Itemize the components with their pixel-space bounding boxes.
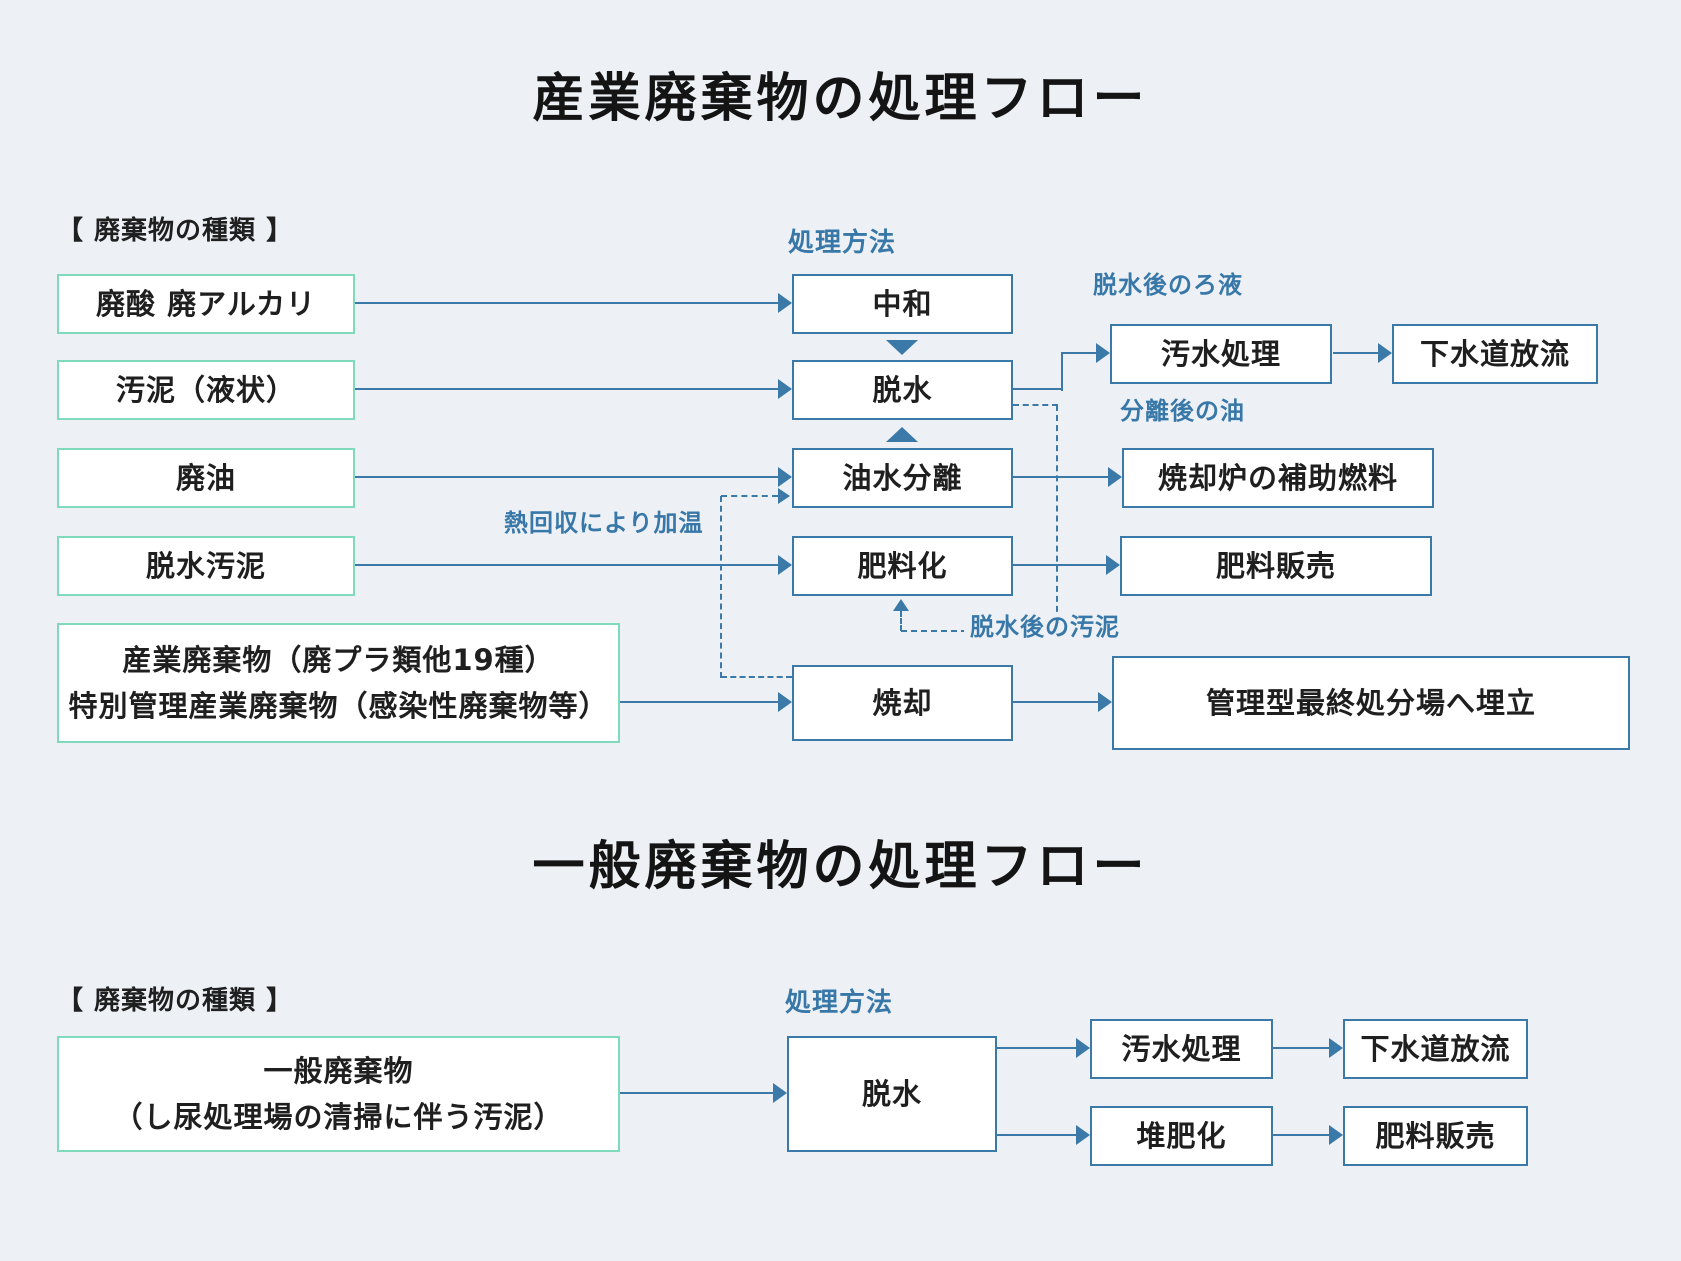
box-waste-sludge-liquid: 汚泥（液状） <box>57 360 355 420</box>
box-result-composting: 堆肥化 <box>1090 1106 1273 1166</box>
connector-line <box>355 388 778 390</box>
box-method-oil-water-separation: 油水分離 <box>792 448 1013 508</box>
connector-line <box>1013 701 1098 703</box>
box-result-auxiliary-fuel: 焼却炉の補助燃料 <box>1122 448 1434 508</box>
flow-arrowhead <box>778 555 792 575</box>
section1-title: 産業廃棄物の処理フロー <box>532 69 1149 129</box>
section1-waste-types-heading: 【 廃棄物の種類 】 <box>57 216 294 246</box>
dashed-connector <box>721 495 778 497</box>
connector-line <box>1013 476 1108 478</box>
connector-line <box>1333 352 1378 354</box>
flow-arrowhead <box>1076 1038 1090 1058</box>
connector-line <box>355 564 778 566</box>
section2-method-heading: 処理方法 <box>785 988 894 1018</box>
connector-line <box>620 701 778 703</box>
connector-line <box>355 302 778 304</box>
flow-arrowhead <box>1076 1125 1090 1145</box>
box-waste-oil: 廃油 <box>57 448 355 508</box>
connector-line <box>1273 1047 1329 1049</box>
flow-arrowhead <box>778 467 792 487</box>
flow-arrowhead <box>1106 555 1120 575</box>
flow-arrowhead <box>778 488 790 504</box>
box-result-sewer-discharge-general: 下水道放流 <box>1343 1019 1528 1079</box>
flow-arrowhead <box>1329 1038 1343 1058</box>
box-result-sewer-discharge: 下水道放流 <box>1392 324 1598 384</box>
dashed-connector <box>720 496 722 678</box>
connector-line <box>1062 352 1096 354</box>
box-result-sewage-treatment-general: 汚水処理 <box>1090 1019 1273 1079</box>
up-arrowhead <box>893 599 909 611</box>
connector-line <box>1013 564 1106 566</box>
dashed-connector <box>721 676 792 678</box>
connector-line <box>620 1092 773 1094</box>
flow-arrowhead <box>1378 343 1392 363</box>
dashed-connector <box>1056 405 1058 632</box>
flow-arrowhead <box>1096 343 1110 363</box>
connector-line <box>1061 352 1063 391</box>
box-method-neutralization: 中和 <box>792 274 1013 334</box>
label-oil-after-separation: 分離後の油 <box>1114 396 1251 428</box>
box-result-fertilizer-sales: 肥料販売 <box>1120 536 1432 596</box>
dashed-connector <box>900 611 902 631</box>
box-waste-industrial: 産業廃棄物（廃プラ類他19種） 特別管理産業廃棄物（感染性廃棄物等） <box>57 623 620 743</box>
flow-arrowhead <box>1098 692 1112 712</box>
label-filtrate-after-dewatering: 脱水後のろ液 <box>1087 270 1249 302</box>
connector-line <box>997 1047 1076 1049</box>
box-method-incineration: 焼却 <box>792 665 1013 741</box>
flow-arrowhead <box>1108 467 1122 487</box>
label-heating-by-heat-recovery: 熱回収により加温 <box>498 508 710 540</box>
dashed-connector <box>1013 404 1058 406</box>
box-method-fertilization: 肥料化 <box>792 536 1013 596</box>
section1-method-heading: 処理方法 <box>788 228 897 258</box>
connector-line <box>1013 388 1062 390</box>
flow-arrowhead <box>778 293 792 313</box>
flow-arrowhead <box>1329 1125 1343 1145</box>
box-waste-general: 一般廃棄物 （し尿処理場の清掃に伴う汚泥） <box>57 1036 620 1152</box>
up-arrowhead <box>886 427 918 442</box>
box-method-dewatering: 脱水 <box>792 360 1013 420</box>
section2-title: 一般廃棄物の処理フロー <box>532 837 1149 897</box>
flow-arrowhead <box>778 692 792 712</box>
box-result-fertilizer-sales-general: 肥料販売 <box>1343 1106 1528 1166</box>
section2-waste-types-heading: 【 廃棄物の種類 】 <box>57 986 294 1016</box>
down-arrowhead <box>886 340 918 355</box>
connector-line <box>1273 1134 1329 1136</box>
connector-line <box>355 476 778 478</box>
flow-arrowhead <box>778 379 792 399</box>
box-result-sewage-treatment: 汚水処理 <box>1110 324 1332 384</box>
label-sludge-after-dewatering: 脱水後の汚泥 <box>964 612 1126 644</box>
connector-line <box>997 1134 1076 1136</box>
flow-arrowhead <box>773 1083 787 1103</box>
box-result-landfill: 管理型最終処分場へ埋立 <box>1112 656 1630 750</box>
box-method-dewatering-general: 脱水 <box>787 1036 997 1152</box>
box-waste-acid-alkali: 廃酸 廃アルカリ <box>57 274 355 334</box>
box-waste-dewatered-sludge: 脱水汚泥 <box>57 536 355 596</box>
